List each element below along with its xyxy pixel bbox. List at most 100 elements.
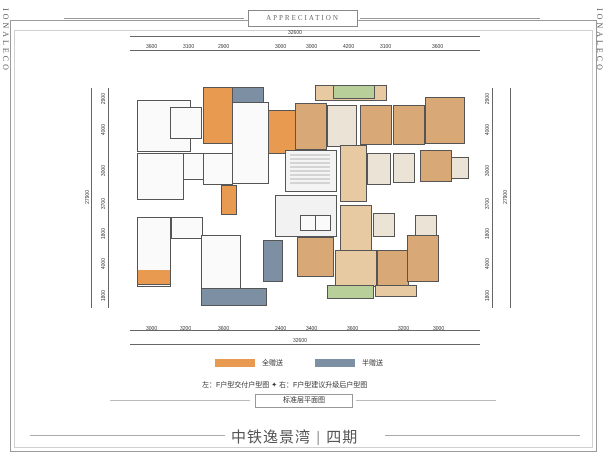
right-study	[327, 105, 357, 147]
full-gift-area-bottom-left	[137, 270, 171, 285]
right-bath-3	[373, 213, 395, 237]
project-name: 中铁逸景湾	[231, 429, 312, 446]
right-kitchen	[393, 153, 415, 183]
right-living	[340, 205, 372, 252]
right-top-garden	[333, 85, 375, 99]
elevator-1	[300, 215, 316, 231]
left-dim-5: 1800	[101, 228, 107, 240]
top-total-dimension: 32600	[288, 30, 302, 36]
full-gift-swatch	[215, 359, 255, 367]
footer-rule-right	[385, 435, 580, 436]
left-dim-3: 3000	[101, 165, 107, 177]
top-dim-2: 3100	[183, 44, 195, 50]
plan-caption: 左：F户型交付户型图 ✦ 右：F户型建议升级后户型图	[202, 382, 368, 389]
right-bedroom-7	[407, 235, 439, 282]
stair-core	[285, 150, 337, 192]
left-dim-7: 1800	[101, 290, 107, 302]
top-dim-6: 4200	[343, 44, 355, 50]
bottom-dim-8: 3000	[433, 326, 445, 332]
right-bath-2	[451, 157, 469, 179]
header-rule-right	[360, 18, 540, 19]
right-bottom-balcony	[375, 285, 417, 297]
right-master-bedroom	[425, 97, 465, 144]
left-middle-room	[137, 153, 184, 200]
top-dim-4: 3000	[275, 44, 287, 50]
right-bedroom-3	[393, 105, 425, 145]
side-text-left: IONALECO	[1, 8, 10, 73]
standard-floor-title: 标准层平面图	[255, 394, 353, 408]
floor-plan	[115, 85, 485, 310]
right-bottom-garden	[327, 285, 374, 299]
half-gift-area-bottom	[201, 288, 267, 306]
left-upper-room	[170, 107, 202, 139]
right-bedroom-6	[377, 250, 409, 287]
std-rule-right	[356, 400, 496, 401]
bottom-dim-7: 3200	[398, 326, 410, 332]
left-total-dim-line	[91, 88, 92, 308]
right-dim-4: 3700	[485, 198, 491, 210]
bottom-dim-line	[130, 330, 480, 331]
top-dim-5: 3000	[306, 44, 318, 50]
full-gift-label: 全赠送	[262, 360, 283, 367]
side-text-right: IONALECO	[595, 8, 604, 73]
left-dim-1: 2900	[101, 93, 107, 105]
right-dim-1: 2900	[485, 93, 491, 105]
bottom-total-dim-line	[130, 344, 480, 345]
half-gift-label: 半赠送	[362, 360, 383, 367]
left-kitchen	[203, 153, 233, 185]
right-total-dimension: 27900	[503, 190, 509, 204]
right-bedroom-1	[295, 103, 327, 150]
bottom-dim-6: 3600	[347, 326, 359, 332]
right-dining	[340, 145, 367, 202]
top-dim-7: 3100	[380, 44, 392, 50]
half-gift-swatch	[315, 359, 355, 367]
title-separator: |	[316, 429, 322, 446]
left-dim-2: 4000	[101, 124, 107, 136]
top-dim-3: 2900	[218, 44, 230, 50]
std-rule-left	[110, 400, 250, 401]
top-total-dim-line	[130, 36, 480, 37]
bottom-dim-2: 3200	[180, 326, 192, 332]
left-living-room	[232, 102, 269, 184]
elevator-2	[315, 215, 331, 231]
header-rule-left	[64, 18, 244, 19]
left-dim-6: 4000	[101, 258, 107, 270]
footer-rule-left	[30, 435, 225, 436]
left-dim-line	[108, 88, 109, 308]
right-bath-1	[367, 153, 391, 185]
stair-icon	[290, 154, 330, 184]
top-dim-1: 3600	[146, 44, 158, 50]
right-dim-6: 4000	[485, 258, 491, 270]
bottom-total-dimension: 32600	[293, 338, 307, 344]
right-dim-7: 1800	[485, 290, 491, 302]
bottom-dim-3: 3600	[218, 326, 230, 332]
right-dim-5: 1800	[485, 228, 491, 240]
left-lower-room	[201, 235, 241, 292]
top-dim-8: 3600	[432, 44, 444, 50]
left-bath	[183, 153, 205, 180]
half-gift-area-side	[263, 240, 283, 282]
bottom-dim-4: 2400	[275, 326, 287, 332]
right-bedroom-4	[420, 150, 452, 182]
right-total-dim-line	[510, 88, 511, 308]
top-dim-line	[130, 50, 480, 51]
right-dim-3: 3000	[485, 165, 491, 177]
full-gift-area-core	[268, 110, 298, 154]
inner-frame	[14, 30, 593, 448]
right-lower-living	[335, 250, 377, 287]
right-dim-line	[492, 88, 493, 308]
appreciation-badge: APPRECIATION	[248, 10, 358, 27]
project-title: 中铁逸景湾 | 四期	[231, 426, 358, 447]
full-gift-area-mid	[221, 185, 237, 215]
left-dim-4: 3700	[101, 198, 107, 210]
full-gift-area-top	[203, 87, 233, 144]
project-phase: 四期	[326, 429, 359, 446]
left-lower-bath	[171, 217, 203, 239]
right-bedroom-2	[360, 105, 392, 145]
bottom-dim-1: 3000	[146, 326, 158, 332]
right-bedroom-5	[297, 237, 334, 277]
bottom-dim-5: 3400	[306, 326, 318, 332]
right-dim-2: 4000	[485, 124, 491, 136]
left-total-dimension: 27900	[85, 190, 91, 204]
